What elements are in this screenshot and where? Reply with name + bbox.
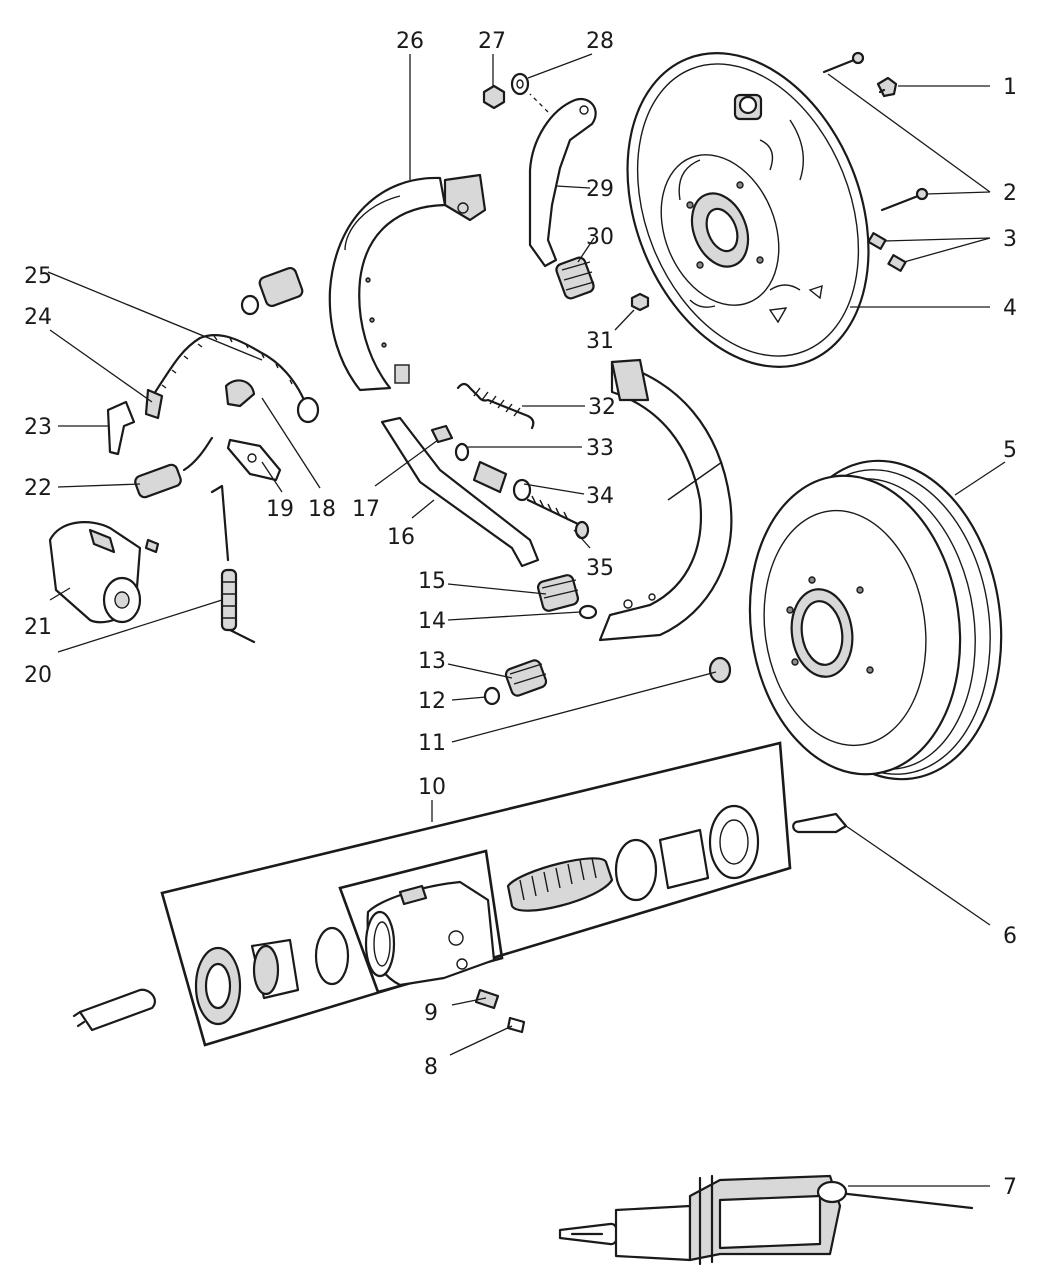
callout-28: 28 — [586, 29, 614, 54]
part-adjuster-lever — [482, 72, 597, 268]
callout-26: 26 — [396, 29, 424, 54]
callout-23: 23 — [24, 415, 52, 440]
callout-22: 22 — [24, 476, 52, 501]
callout-4: 4 — [1003, 296, 1017, 321]
part-pull-spring — [134, 436, 214, 499]
part-hold-down-upper — [240, 266, 304, 316]
callout-12: 12 — [418, 689, 446, 714]
callout-15: 15 — [418, 569, 446, 594]
part-anchor-plate — [224, 379, 282, 482]
part-cable-lever — [106, 388, 164, 456]
part-bleeder-screw — [876, 76, 898, 98]
part-adjuster-screw — [472, 460, 532, 502]
part-brake-drum — [748, 459, 1003, 781]
callout-20: 20 — [24, 663, 52, 688]
callout-32: 32 — [588, 395, 616, 420]
part-push-rods — [72, 812, 848, 1032]
leader-lines — [47, 53, 1006, 1187]
callout-29: 29 — [586, 177, 614, 202]
part-bolts — [822, 51, 929, 212]
callout-30: 30 — [586, 225, 614, 250]
part-small-nut — [630, 292, 650, 312]
callout-18: 18 — [308, 497, 336, 522]
part-cylinder-body — [364, 880, 496, 987]
part-parking-cable — [148, 334, 320, 424]
callout-17: 17 — [352, 497, 380, 522]
part-return-spring — [456, 382, 535, 430]
callout-5: 5 — [1003, 438, 1017, 463]
callout-10: 10 — [418, 775, 446, 800]
callout-13: 13 — [418, 649, 446, 674]
part-bleeder-pieces — [474, 988, 526, 1034]
part-wheel-cylinder — [48, 521, 160, 624]
callout-21: 21 — [24, 615, 52, 640]
callout-35: 35 — [586, 556, 614, 581]
part-backing-plate — [626, 52, 870, 368]
callout-31: 31 — [586, 329, 614, 354]
callout-2: 2 — [1003, 181, 1017, 206]
callout-labels: 1 2 3 4 5 6 7 8 9 10 11 12 13 14 15 16 1… — [24, 29, 1017, 1200]
callout-25: 25 — [24, 264, 52, 289]
callout-3: 3 — [1003, 227, 1017, 252]
part-brake-shoe-upper — [328, 173, 487, 392]
part-adjuster-detail — [558, 1174, 974, 1266]
callout-24: 24 — [24, 305, 52, 330]
part-adjuster-pins — [430, 424, 470, 462]
part-parking-strut — [380, 416, 540, 568]
part-hold-down-spring — [536, 574, 598, 620]
callout-7: 7 — [1003, 1175, 1017, 1200]
callout-6: 6 — [1003, 924, 1017, 949]
callout-33: 33 — [586, 436, 614, 461]
part-brake-shoe-lower — [598, 358, 733, 642]
callout-16: 16 — [387, 525, 415, 550]
callout-34: 34 — [586, 484, 614, 509]
part-nuts — [867, 232, 907, 272]
callout-14: 14 — [418, 609, 446, 634]
callout-8: 8 — [424, 1055, 438, 1080]
callout-19: 19 — [266, 497, 294, 522]
callout-11: 11 — [418, 731, 446, 756]
callout-27: 27 — [478, 29, 506, 54]
part-lower-spring-set — [483, 656, 732, 706]
part-long-spring — [210, 484, 256, 644]
part-adjuster-spring — [555, 256, 595, 300]
part-kit-contents — [194, 804, 760, 1026]
callout-1: 1 — [1003, 75, 1017, 100]
part-star-wheel — [526, 495, 590, 540]
repair-kit-boxes — [160, 741, 792, 1047]
callout-9: 9 — [424, 1001, 438, 1026]
